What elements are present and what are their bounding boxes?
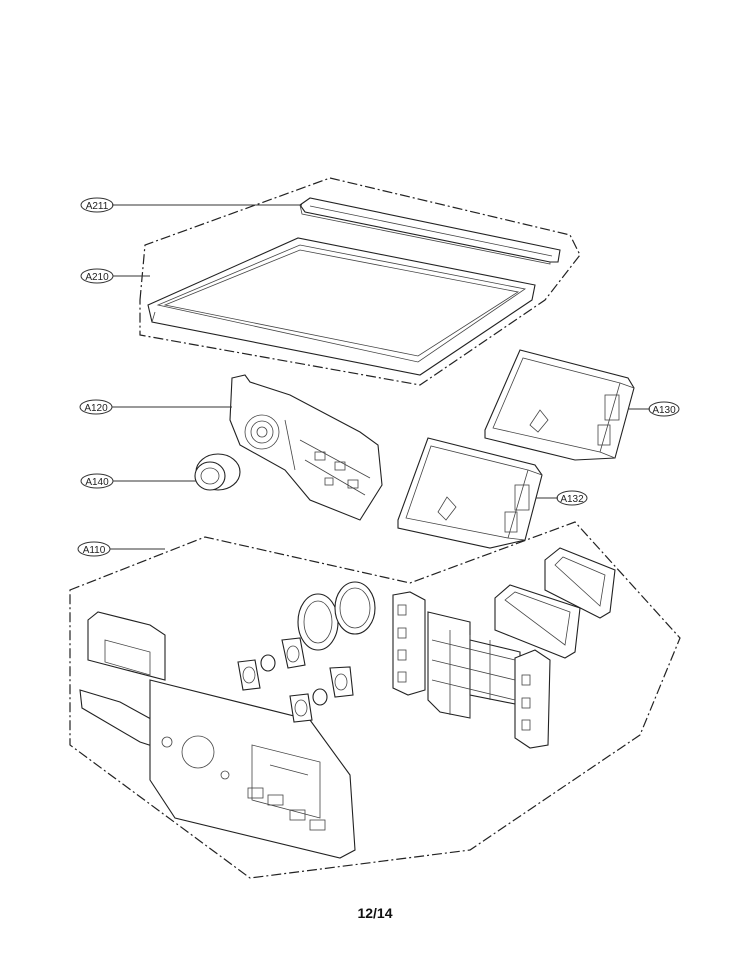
callout-a130-label: A130 <box>652 405 676 416</box>
callout-a211-label: A211 <box>86 201 109 212</box>
callout-a110-label: A110 <box>83 545 106 556</box>
bottom-assembly-group <box>69 521 681 879</box>
callout-a132: A132 <box>536 490 588 506</box>
knob-rings-and-buttons <box>237 581 376 723</box>
page-number: 12/14 <box>357 905 393 921</box>
callout-a132-label: A132 <box>560 494 584 505</box>
display-window-parts <box>494 547 616 659</box>
top-panel-part <box>147 237 536 376</box>
module-a130-part <box>484 349 635 461</box>
top-assembly-group <box>139 177 581 386</box>
knob-part <box>194 453 241 491</box>
callout-a120: A120 <box>79 399 232 415</box>
callout-a140: A140 <box>80 473 196 489</box>
callout-a211: A211 <box>80 197 302 213</box>
callout-a120-label: A120 <box>84 403 108 414</box>
button-bracket-part <box>392 591 551 749</box>
callout-a210-label: A210 <box>85 272 109 283</box>
callout-a130: A130 <box>628 401 680 417</box>
bottom-group-boundary <box>69 521 681 879</box>
rear-bracket-part <box>299 197 561 265</box>
control-board-part <box>229 374 383 521</box>
front-control-panel-part <box>79 611 356 859</box>
callout-a210: A210 <box>80 268 150 284</box>
top-group-boundary <box>139 177 581 386</box>
callout-a110: A110 <box>77 541 165 557</box>
callout-a140-label: A140 <box>85 477 109 488</box>
module-a132-part <box>397 437 543 549</box>
